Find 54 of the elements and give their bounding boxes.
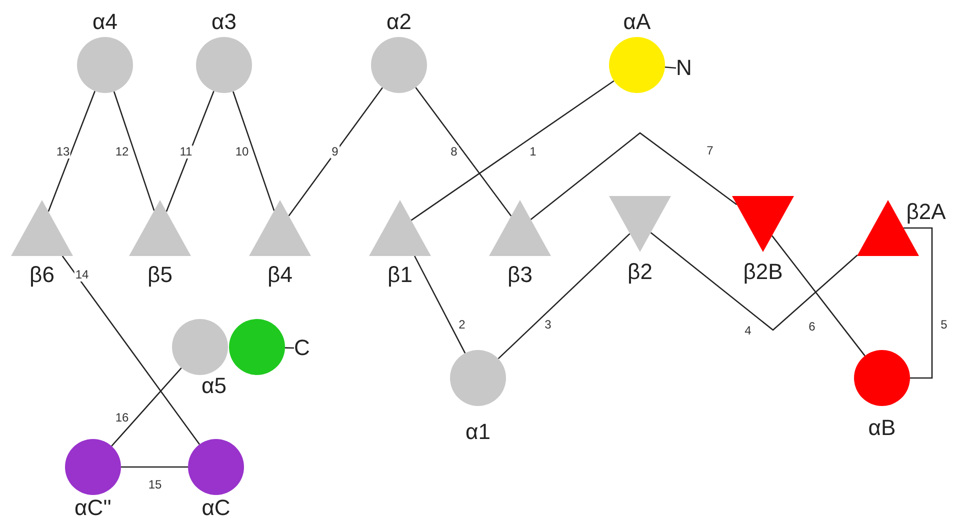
edge-label: 3: [544, 318, 552, 332]
node-label: β6: [30, 263, 54, 287]
edge-label: 10: [234, 146, 250, 158]
connector-line: [113, 91, 155, 211]
edge-label: 12: [114, 146, 130, 158]
connector-line: [232, 91, 275, 211]
edge-label: 2: [458, 318, 466, 332]
edge-label: 15: [147, 478, 163, 492]
node-label: α4: [92, 10, 118, 34]
connector-line: [498, 233, 630, 360]
connector-line: [530, 132, 738, 220]
node-label: αC: [202, 496, 230, 520]
segment-circle: [229, 319, 285, 375]
connector-line: [121, 466, 188, 468]
edge-label: 9: [330, 146, 340, 158]
edge-label: 8: [450, 146, 458, 158]
edge-label: 5: [940, 318, 948, 332]
node-label: β5: [148, 263, 172, 287]
node-label: αC'': [74, 496, 112, 520]
node-label: α1: [466, 420, 490, 444]
node-label: αB: [868, 416, 896, 440]
connector-line: [771, 235, 866, 356]
connector-line: [414, 256, 466, 354]
node-label: β1: [388, 263, 412, 287]
connector-line: [415, 87, 512, 216]
node-label: α3: [212, 10, 236, 34]
edge-label: 16: [114, 412, 130, 424]
node-label: αA: [623, 10, 651, 34]
connector-line: [904, 227, 933, 379]
node-label: β2A: [906, 200, 946, 224]
connector-line: [664, 66, 676, 69]
connector-line: [48, 90, 96, 212]
edge-label: 11: [178, 146, 194, 158]
terminus-label: N: [676, 56, 692, 80]
node-label: β2: [628, 260, 652, 284]
node-label: β4: [268, 263, 292, 287]
terminus-label: C: [294, 336, 310, 360]
connector-line: [410, 80, 614, 221]
connector-line: [166, 90, 214, 212]
edge-label: 6: [808, 320, 816, 334]
connector-line: [111, 367, 182, 447]
edge-label: 1: [528, 146, 538, 158]
edge-label: 4: [744, 324, 752, 338]
connector-line: [62, 256, 200, 445]
node-label: β3: [508, 263, 532, 287]
node-label: α5: [202, 374, 226, 398]
edge-label: 13: [55, 146, 71, 158]
node-label: β2B: [743, 260, 783, 284]
connector-line: [284, 347, 294, 349]
node-label: α2: [386, 10, 412, 34]
connector-line: [288, 87, 384, 216]
edge-label: 14: [74, 268, 90, 282]
connector-line: [650, 232, 858, 331]
edge-label: 7: [706, 144, 714, 158]
